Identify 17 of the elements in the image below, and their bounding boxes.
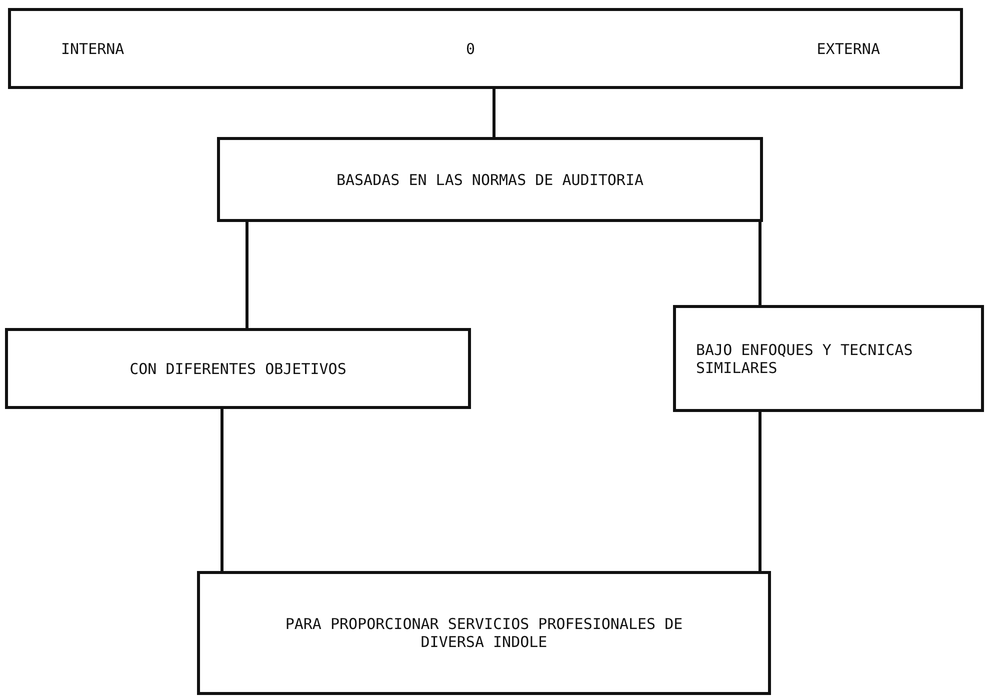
- box-text: BASADAS EN LAS NORMAS DE AUDITORIA: [336, 170, 644, 188]
- connector-line: [758, 412, 762, 571]
- connector-line: [246, 222, 248, 328]
- connector-line: [758, 222, 762, 305]
- text-box: [197, 571, 771, 695]
- text-box: [5, 328, 471, 409]
- box-text: BAJO ENFOQUES Y TECNICAS SIMILARES: [696, 340, 914, 376]
- box-text: 0: [466, 40, 476, 58]
- box-text: CON DIFERENTES OBJETIVOS: [130, 360, 346, 378]
- connector-line: [220, 409, 224, 571]
- text-box: [8, 8, 963, 89]
- text-box: [673, 305, 984, 412]
- box-text: EXTERNA: [816, 40, 880, 58]
- box-text: PARA PROPORCIONAR SERVICIOS PROFESIONALES DE DIVERSA INDOLE: [284, 615, 684, 651]
- box-text: INTERNA: [61, 40, 124, 58]
- connector-line: [492, 89, 496, 137]
- text-box: [217, 137, 763, 222]
